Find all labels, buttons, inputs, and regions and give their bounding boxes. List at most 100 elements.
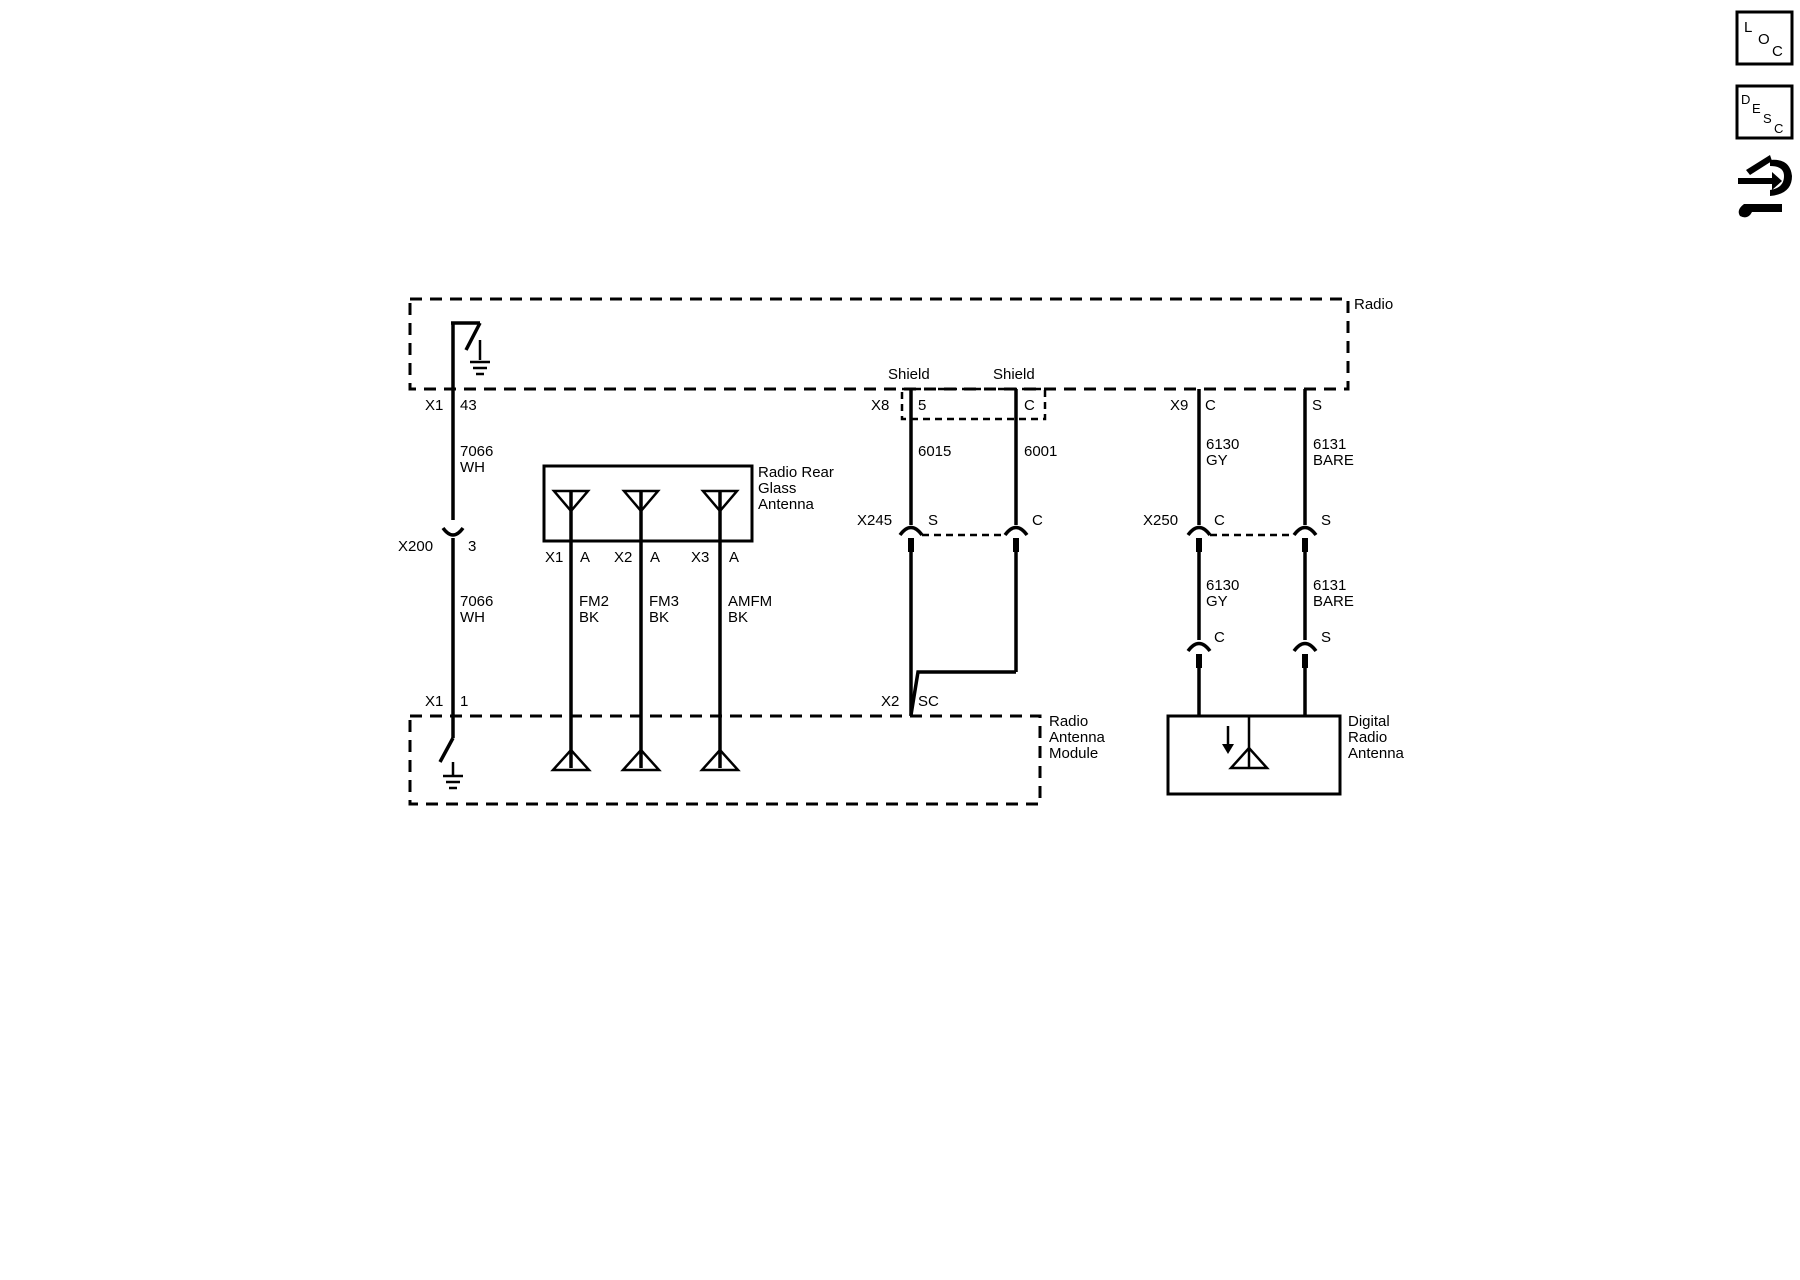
- antenna-icon-fm2-lower: [550, 748, 592, 772]
- wire-6130-lower-color: GY: [1206, 593, 1228, 610]
- connector-repair-icon[interactable]: [1734, 150, 1796, 222]
- drain-wire-join: [909, 670, 1016, 716]
- x200-connector: X200 3: [398, 526, 476, 555]
- antenna-module-label-3: Module: [1049, 745, 1098, 762]
- x200-label: X200: [398, 538, 433, 555]
- loc-button[interactable]: L O C: [1735, 10, 1794, 66]
- shield-label-2: Shield: [993, 366, 1035, 383]
- wire-6131-upper-circuit: 6131: [1313, 436, 1346, 453]
- dra-pin-c: C: [1214, 629, 1225, 646]
- wire-7066-lower-color: WH: [460, 609, 485, 626]
- wire-fm2-color: BK: [579, 609, 599, 626]
- wire-6130-lower: 6130 GY: [1197, 552, 1239, 640]
- x250-connector: X250 C S: [1143, 512, 1331, 552]
- wire-6130-lower-circuit: 6130: [1206, 577, 1239, 594]
- loc-letter-l: L: [1744, 19, 1752, 36]
- rga-x3-label: X3: [691, 549, 709, 566]
- wire-6130-upper-color: GY: [1206, 452, 1228, 469]
- desc-letter-e: E: [1752, 101, 1761, 116]
- wire-6130-upper-circuit: 6130: [1206, 436, 1239, 453]
- shield-label-1: Shield: [888, 366, 930, 383]
- digital-antenna-connector: C S: [1186, 629, 1331, 668]
- arrow-down-icon: [1222, 726, 1234, 754]
- wire-6131-lower-color: BARE: [1313, 593, 1354, 610]
- digital-radio-antenna-component: Digital Radio Antenna: [1166, 713, 1405, 796]
- digital-antenna-label-1: Digital: [1348, 713, 1390, 730]
- x250-pin-c: C: [1214, 512, 1225, 529]
- x250-pin-s: S: [1321, 512, 1331, 529]
- rga-x3-pin: A: [729, 549, 739, 566]
- rear-glass-antenna-label-1: Radio Rear: [758, 464, 834, 481]
- wire-7066-lower: 7066 WH: [451, 548, 493, 738]
- wire-amfm-color: BK: [728, 609, 748, 626]
- wire-amfm-circuit: AMFM: [728, 593, 772, 610]
- wire-6131-lower: 6131 BARE: [1303, 552, 1354, 640]
- digital-antenna-label-3: Antenna: [1348, 745, 1405, 762]
- antenna-icon-fm3-lower: [620, 748, 662, 772]
- wire-6015: 6015: [909, 389, 951, 525]
- x1-bottom-pin: 1: [460, 693, 468, 710]
- radio-component: Radio: [408, 296, 1393, 391]
- x1-top-label: X1: [425, 397, 443, 414]
- wire-6131-lower-circuit: 6131: [1313, 577, 1346, 594]
- x250-label: X250: [1143, 512, 1178, 529]
- x8-pin-5: 5: [918, 397, 926, 414]
- wire-6001: 6001: [1014, 389, 1057, 525]
- wire-6001-circuit: 6001: [1024, 443, 1057, 460]
- x8-shield-box: [900, 387, 1047, 421]
- antenna-icon-amfm-lower: [699, 748, 741, 772]
- wire-fm2-circuit: FM2: [579, 593, 609, 610]
- x9-pin-s: S: [1312, 397, 1322, 414]
- x9-pin-c: C: [1205, 397, 1216, 414]
- x9-label: X9: [1170, 397, 1188, 414]
- wire-7066-upper: 7066 WH: [451, 391, 493, 520]
- wire-amfm: AMFM BK: [718, 491, 772, 768]
- wire-fm2: FM2 BK: [569, 491, 609, 768]
- rga-x2-label: X2: [614, 549, 632, 566]
- rga-x2-pin: A: [650, 549, 660, 566]
- wire-6130-upper: 6130 GY: [1197, 389, 1239, 525]
- desc-letter-c: C: [1774, 121, 1783, 136]
- x2-label: X2: [881, 693, 899, 710]
- wire-6015-circuit: 6015: [918, 443, 951, 460]
- loc-letter-o: O: [1758, 31, 1770, 48]
- x245-pin-c: C: [1032, 512, 1043, 529]
- radio-internal-switch: [451, 321, 482, 391]
- antenna-module-label-1: Radio: [1049, 713, 1088, 730]
- x1-bottom-label: X1: [425, 693, 443, 710]
- x200-pin: 3: [468, 538, 476, 555]
- wire-7066-upper-circuit: 7066: [460, 443, 493, 460]
- x245-label: X245: [857, 512, 892, 529]
- dra-pin-s: S: [1321, 629, 1331, 646]
- antenna-module-switch: [438, 737, 455, 763]
- rga-x1-pin: A: [580, 549, 590, 566]
- x2-pin: SC: [918, 693, 939, 710]
- desc-letter-s: S: [1763, 111, 1772, 126]
- wire-fm3-color: BK: [649, 609, 669, 626]
- x1-top-pin: 43: [460, 397, 477, 414]
- rear-glass-antenna-label-2: Glass: [758, 480, 796, 497]
- wire-6131-upper-color: BARE: [1313, 452, 1354, 469]
- x8-label: X8: [871, 397, 889, 414]
- x8-pin-c: C: [1024, 397, 1035, 414]
- rear-glass-antenna-label-3: Antenna: [758, 496, 815, 513]
- ground-icon-module: [443, 762, 463, 790]
- radio-label: Radio: [1354, 296, 1393, 313]
- wire-fm3: FM3 BK: [639, 491, 679, 768]
- rga-x1-label: X1: [545, 549, 563, 566]
- wire-fm3-circuit: FM3: [649, 593, 679, 610]
- rear-glass-antenna-component: Radio Rear Glass Antenna: [542, 464, 834, 543]
- x245-connector: X245 S C: [857, 512, 1043, 552]
- wire-7066-upper-color: WH: [460, 459, 485, 476]
- antenna-module-label-2: Antenna: [1049, 729, 1106, 746]
- digital-antenna-label-2: Radio: [1348, 729, 1387, 746]
- wire-7066-lower-circuit: 7066: [460, 593, 493, 610]
- x245-pin-s: S: [928, 512, 938, 529]
- desc-letter-d: D: [1741, 92, 1750, 107]
- ground-icon: [470, 360, 490, 376]
- digital-antenna-icon: [1228, 716, 1270, 770]
- radio-antenna-module-component: Radio Antenna Module: [408, 713, 1106, 806]
- desc-button[interactable]: D E S C: [1735, 84, 1794, 140]
- loc-letter-c: C: [1772, 43, 1783, 60]
